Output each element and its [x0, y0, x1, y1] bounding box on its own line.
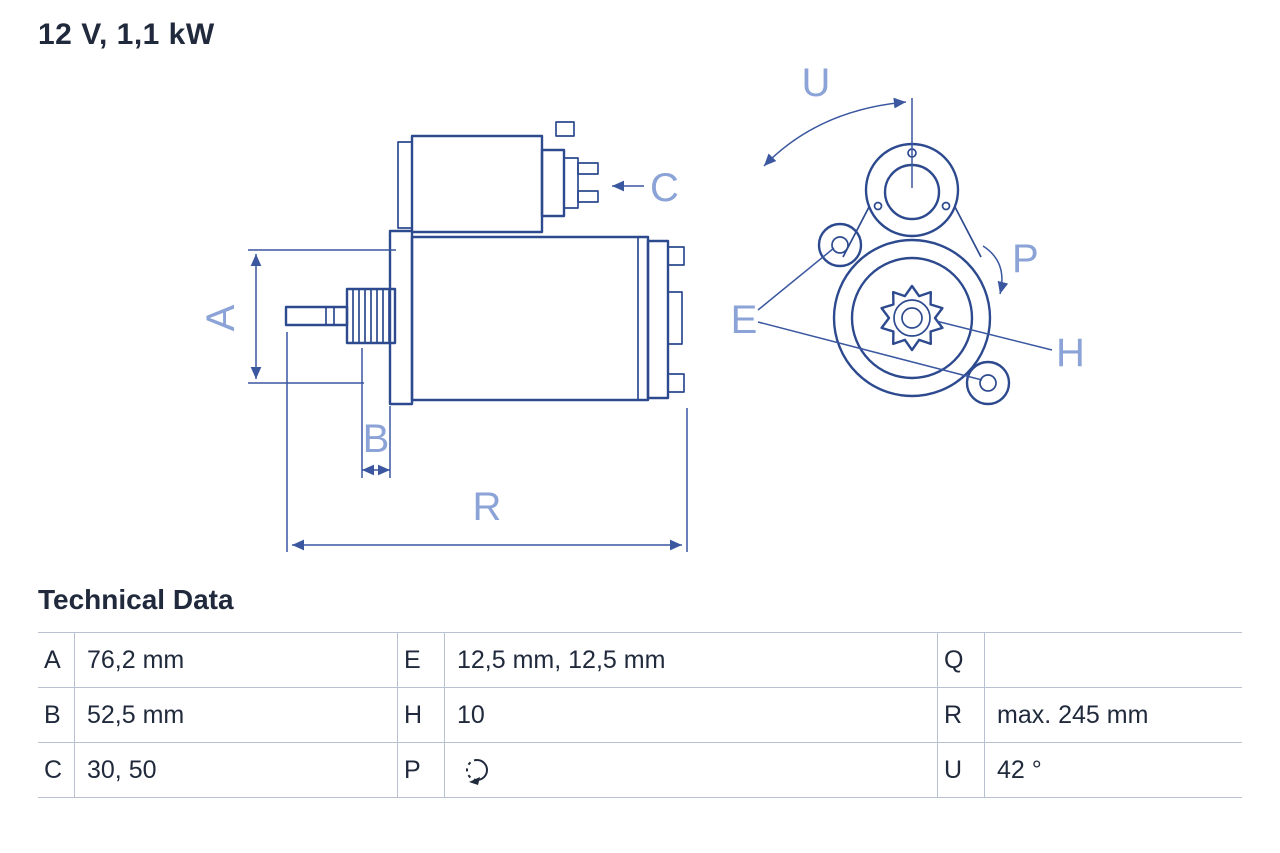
rear-bracket: [646, 239, 670, 400]
table-key-H: H: [398, 688, 445, 743]
ear-blend-right: [954, 206, 982, 258]
page-title: 12 V, 1,1 kW: [38, 18, 215, 51]
flange-outer-circle: [832, 238, 992, 398]
motor-body: [410, 235, 650, 402]
solenoid-left-cap: [397, 141, 413, 229]
table-value-Q: [985, 633, 1242, 688]
technical-data-table: A 76,2 mm E 12,5 mm, 12,5 mm Q B 52,5 mm…: [38, 632, 1242, 798]
gear-hub: [893, 299, 931, 337]
table-value-R: max. 245 mm: [985, 688, 1242, 743]
rear-tab-top: [667, 246, 685, 266]
right-ear-hole: [979, 374, 997, 392]
dim-label-e: E: [731, 298, 758, 342]
table-value-B: 52,5 mm: [75, 688, 398, 743]
table-key-R: R: [938, 688, 985, 743]
solenoid-end-step: [563, 157, 579, 209]
dimension-p: P: [982, 237, 1039, 295]
dimension-u: U: [763, 61, 913, 188]
tiny-hole-left: [873, 201, 883, 211]
terminal-upper: [577, 162, 599, 175]
rear-tab-bottom: [667, 373, 685, 393]
drive-end-bracket: [388, 229, 414, 406]
right-ear: [965, 360, 1011, 406]
table-key-Q: Q: [938, 633, 985, 688]
table-key-B: B: [38, 688, 75, 743]
dimension-r: R: [286, 332, 688, 552]
dimension-a: A: [199, 249, 396, 384]
dim-label-c: C: [650, 166, 679, 210]
starter-side-view: [284, 121, 685, 406]
dim-label-r: R: [473, 485, 502, 529]
table-key-A: A: [38, 633, 75, 688]
gear-teeth: [880, 284, 944, 352]
dim-label-p: P: [1012, 237, 1039, 281]
table-value-H: 10: [445, 688, 938, 743]
table-value-U: 42 °: [985, 743, 1242, 798]
table-key-C: C: [38, 743, 75, 798]
table-value-A: 76,2 mm: [75, 633, 398, 688]
rear-block: [667, 291, 683, 345]
dimension-c: C: [612, 166, 679, 210]
pinion-spline-hatch: [352, 289, 390, 343]
starter-motor-technical-drawing: A B C R: [199, 61, 1085, 552]
rotation-clockwise-icon: [466, 759, 488, 785]
left-ear-hole: [831, 236, 849, 254]
dimension-e: E: [731, 247, 983, 381]
table-key-P: P: [398, 743, 445, 798]
table-value-E: 12,5 mm, 12,5 mm: [445, 633, 938, 688]
gear-bore: [901, 307, 923, 329]
solenoid-top-stud: [555, 121, 575, 137]
table-value-C: 30, 50: [75, 743, 398, 798]
solenoid-body: [410, 134, 544, 234]
table-key-E: E: [398, 633, 445, 688]
terminal-lower: [577, 190, 599, 203]
dimension-h: H: [935, 320, 1085, 375]
table-value-P: [445, 743, 938, 798]
dim-label-u: U: [802, 61, 831, 105]
drive-shaft: [284, 305, 349, 327]
dimension-b: B: [361, 348, 391, 478]
flange-inner-circle: [850, 256, 974, 380]
dim-label-b: B: [363, 417, 390, 461]
solenoid-end-cap: [540, 148, 566, 218]
technical-data-heading: Technical Data: [38, 584, 234, 615]
tiny-hole-right: [941, 201, 951, 211]
dim-label-h: H: [1056, 331, 1085, 375]
table-key-U: U: [938, 743, 985, 798]
left-ear: [817, 222, 863, 268]
dim-label-a: A: [199, 304, 243, 331]
starter-front-view: [817, 142, 1011, 406]
